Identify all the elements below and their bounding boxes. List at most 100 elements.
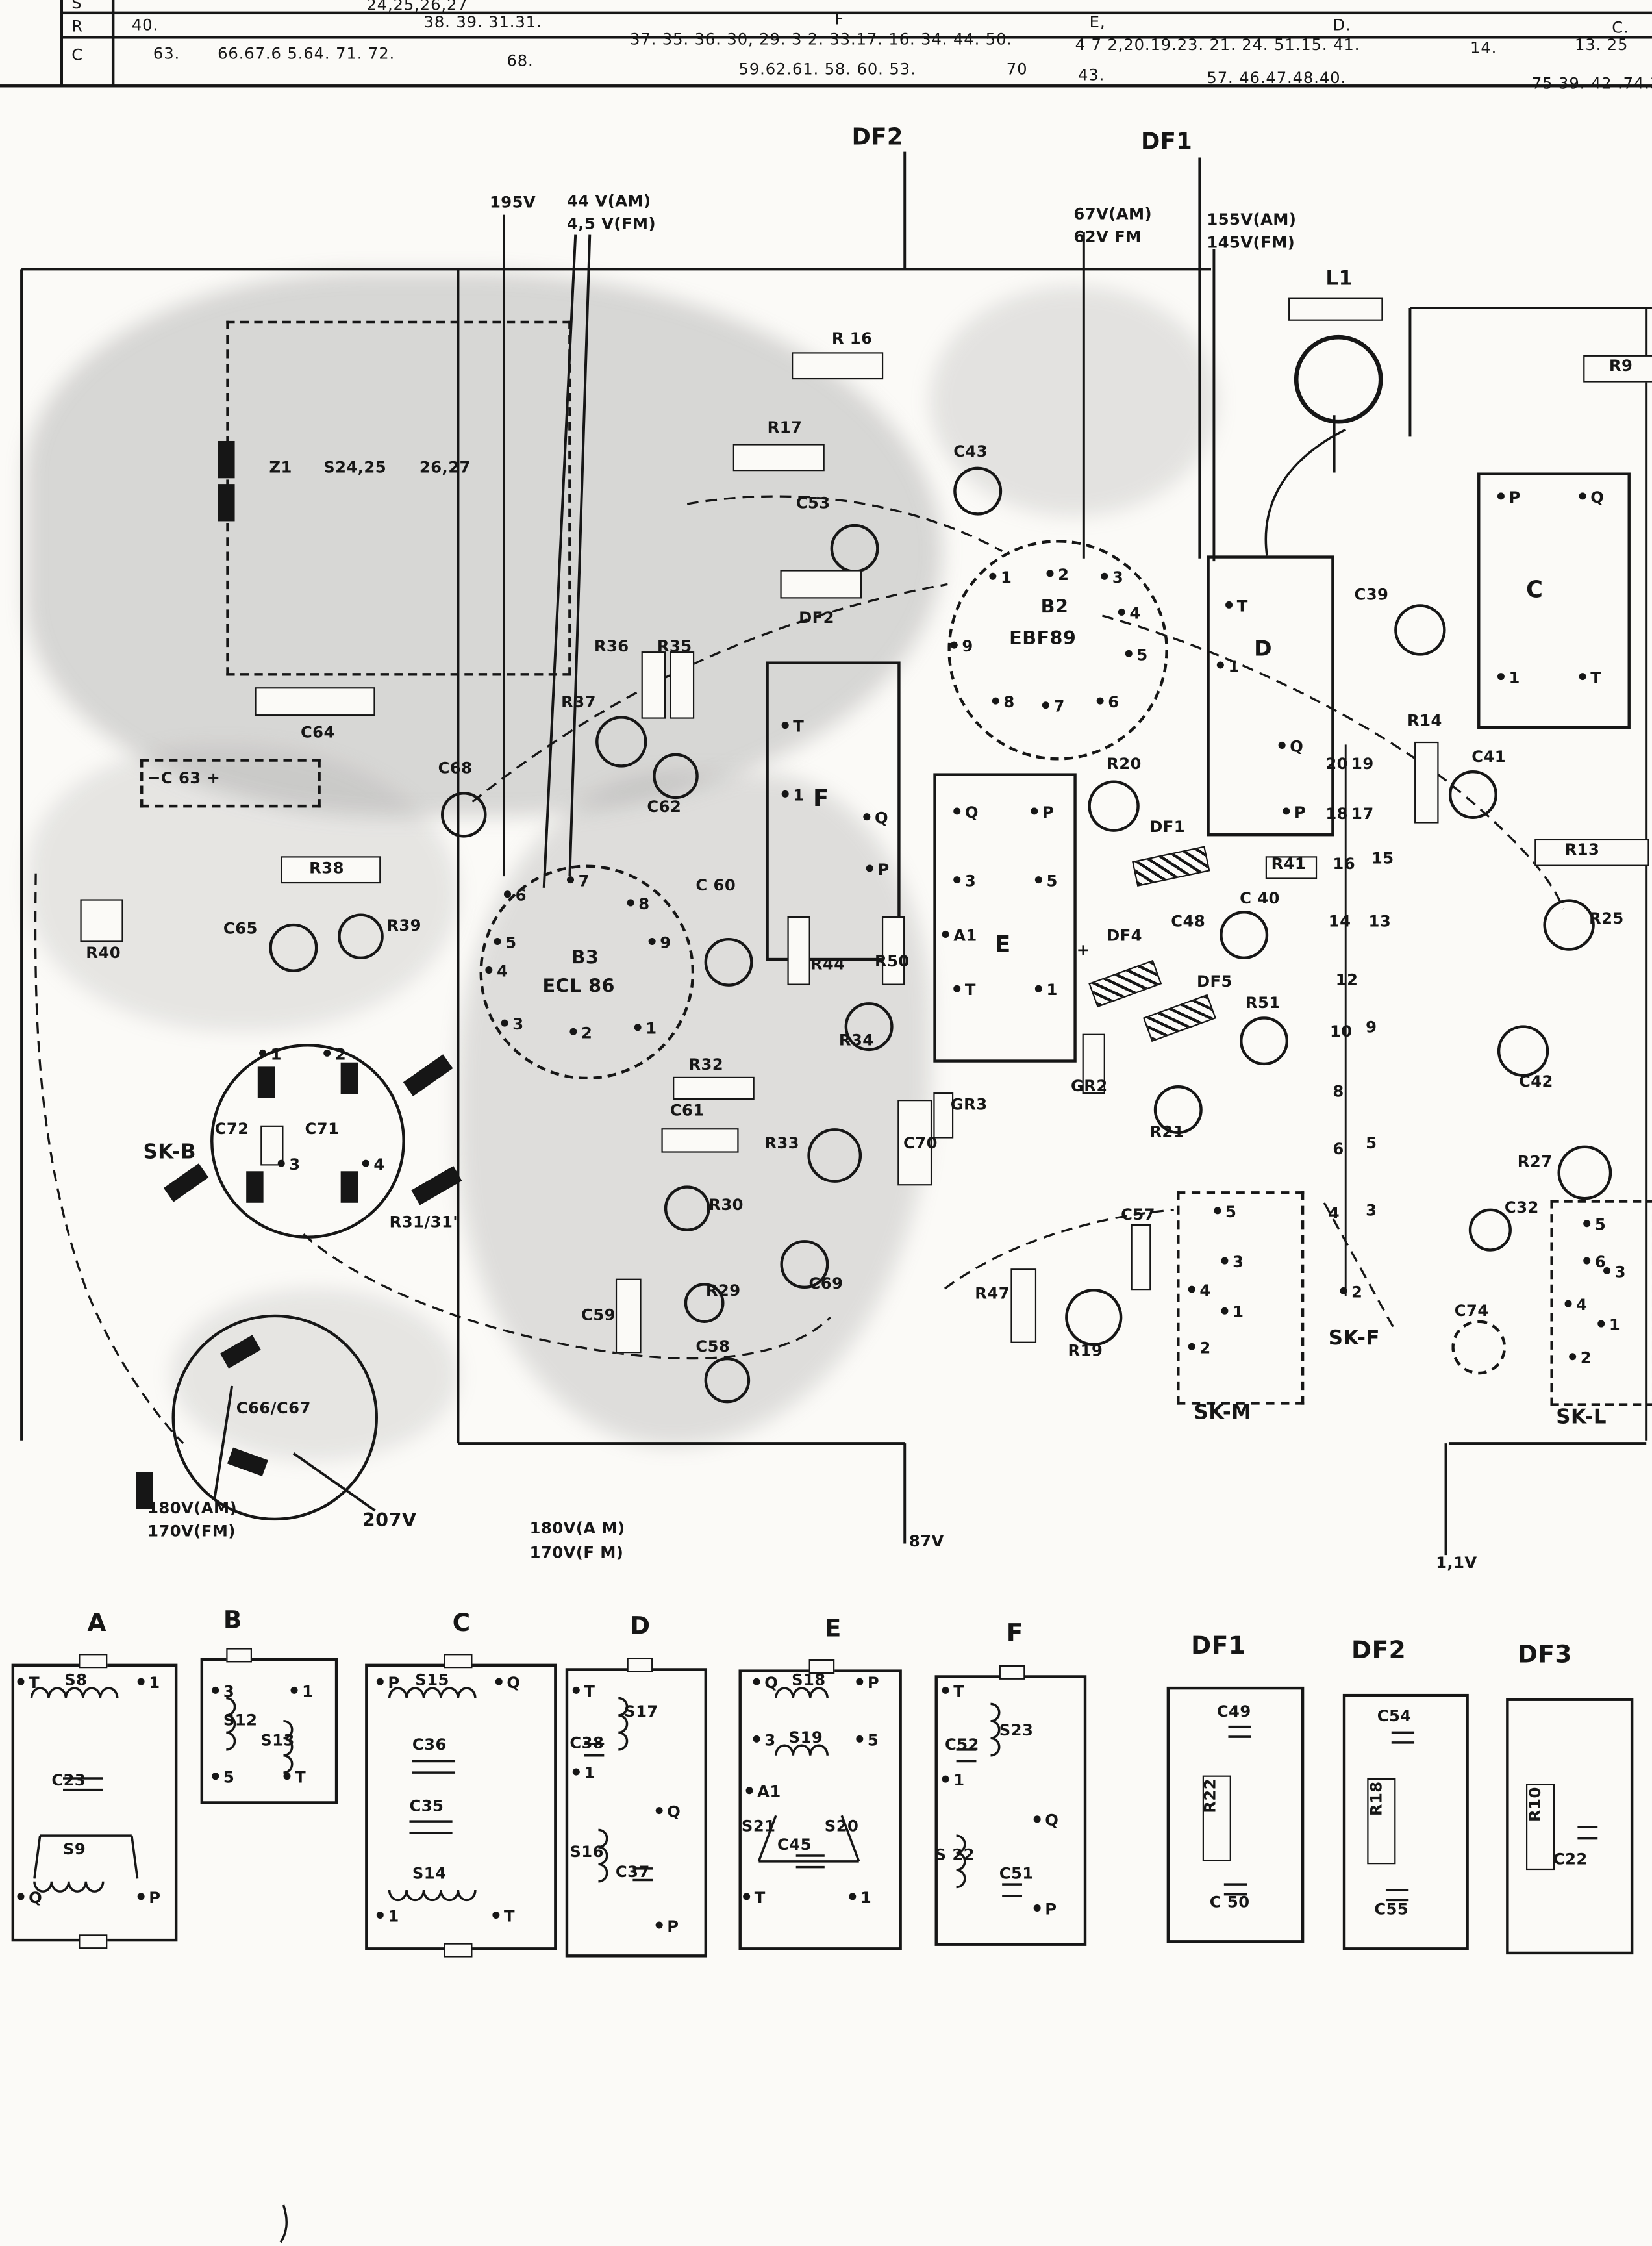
cap-c49 [1228,1725,1251,1738]
r35-body [670,651,695,719]
board-label-0: R 16 [831,329,873,348]
voltages-label-6: 145V(FM) [1207,233,1295,252]
pins-label-32: 3 [953,874,976,890]
pins-label-65: 3 [1603,1264,1626,1281]
bottom-label-35: C37 [615,1863,650,1882]
board-label-22: C65 [223,919,258,938]
board-label-70: C58 [695,1337,731,1356]
cap-c54 [1391,1731,1415,1744]
c64-body [255,687,375,716]
pins-label-27: 1 [782,787,805,803]
table-line [60,0,63,86]
board-label-60: R19 [1068,1341,1103,1361]
c61-body [661,1128,739,1153]
board-label-41: R13 [1564,840,1600,859]
block-c-label: C [452,1609,471,1638]
table_cells-label-3: 24,25,26,27 [366,0,468,15]
coil-s12 [226,1697,236,1751]
table_cells-label-13: 13. 25 [1574,36,1629,55]
c63-dashed-box [140,759,321,808]
wire-dashed [1102,614,1564,910]
board-label-28: R50 [874,952,910,971]
pins-label-57: 2 [1340,1284,1362,1300]
pins-label-25: P [1283,805,1306,821]
wire-dashed [303,1233,831,1360]
voltages-label-3: 67V(AM) [1073,205,1153,223]
gr2-body [1082,1033,1105,1094]
pins-label-59: 3 [1221,1254,1244,1270]
bottom-label-36: Q [656,1804,681,1821]
wire-l1-d [1264,428,1347,556]
sk-b-pad [340,1062,358,1094]
voltages-label-2: 4,5 V(FM) [566,214,657,234]
pins-label-0: 1 [989,570,1012,586]
pins-label-36: 1 [1035,982,1058,998]
gray-blob [29,744,458,1031]
d-box-label: D [1254,635,1273,662]
board-label-44: R9 [1608,356,1633,375]
bottom-label-56: Q [1034,1813,1059,1829]
pins-label-40: T [1579,670,1602,687]
df1-header: DF1 [1140,127,1193,155]
r18-body [1367,1778,1396,1865]
pins-label-66: 4 [1565,1297,1588,1313]
pins-label-4: 9 [951,638,973,655]
pins-label-18: 1 [259,1046,282,1063]
r37-body [595,716,647,768]
row-label-r: R [71,17,83,36]
pins-label-41: 20 [1325,754,1349,774]
pins-label-52: 8 [1333,1082,1344,1102]
pins-label-54: 5 [1366,1133,1377,1153]
board-label-53: R30 [708,1195,744,1215]
bottom-label-26: C35 [409,1797,444,1816]
board-label-56: GR2 [1070,1076,1108,1096]
pins-label-8: 6 [1097,694,1120,711]
board-label-45: SK-B [143,1141,197,1165]
bottom-label-24: Q [495,1675,521,1691]
block-tab [627,1658,653,1672]
board-label-42: R25 [1588,909,1624,928]
board-label-4: S24,25 [323,458,387,477]
dashed-region-z1 [226,320,571,676]
r14-body [1414,741,1439,824]
pins-label-38: Q [1579,490,1605,506]
table_cells-label-19: 43. [1077,66,1105,85]
board-label-14: R37 [561,692,596,712]
wire-dashed [944,1209,1174,1290]
pins-label-15: 3 [501,1016,524,1033]
block-f-label: F [1006,1619,1023,1648]
r40-body [80,899,123,942]
board-label-40: C41 [1471,747,1507,766]
pins-label-17: 1 [634,1021,657,1037]
board-label-46: C72 [214,1119,249,1139]
bottom-label-21: T [283,1770,306,1786]
r13-body [1534,839,1649,866]
board-label-37: R51 [1245,993,1281,1013]
table_cells-label-10: 37. 35. 36. 30, 29. 3 2. 33.17. 16. 34. … [629,30,1012,49]
board-label-59: R47 [975,1284,1010,1304]
bottom-label-15: P [138,1890,161,1906]
c62-body [653,753,699,800]
cap-c36 [412,1760,456,1774]
board-label-30: DF1 [1149,817,1186,837]
voltages-label-14: 1,1V [1436,1553,1477,1572]
bottom-label-60: C 50 [1209,1893,1250,1912]
block-tab [79,1654,108,1669]
pins-label-48: 13 [1368,912,1392,931]
c66-terminal [136,1472,153,1509]
bottom-label-41: 3 [753,1732,776,1748]
coil-s21-s20-frame [757,1815,860,1863]
wire-dashed [686,495,1003,553]
pins-label-13: 9 [649,935,671,952]
pins-label-12: 5 [494,935,517,952]
bottom-label-10: S8 [64,1671,88,1690]
board-label-61: SK-M [1194,1402,1252,1425]
bottom-label-39: S18 [792,1671,826,1690]
board-label-68: C59 [581,1306,616,1325]
e-box-label: E [995,930,1011,958]
wire-dashed [34,873,184,1445]
table_cells-label-17: 59.62.61. 58. 60. 53. [738,60,916,79]
board-label-7: DF2 [799,608,835,627]
b3-type: ECL 86 [542,976,615,998]
bottom-label-25: C36 [412,1735,447,1754]
